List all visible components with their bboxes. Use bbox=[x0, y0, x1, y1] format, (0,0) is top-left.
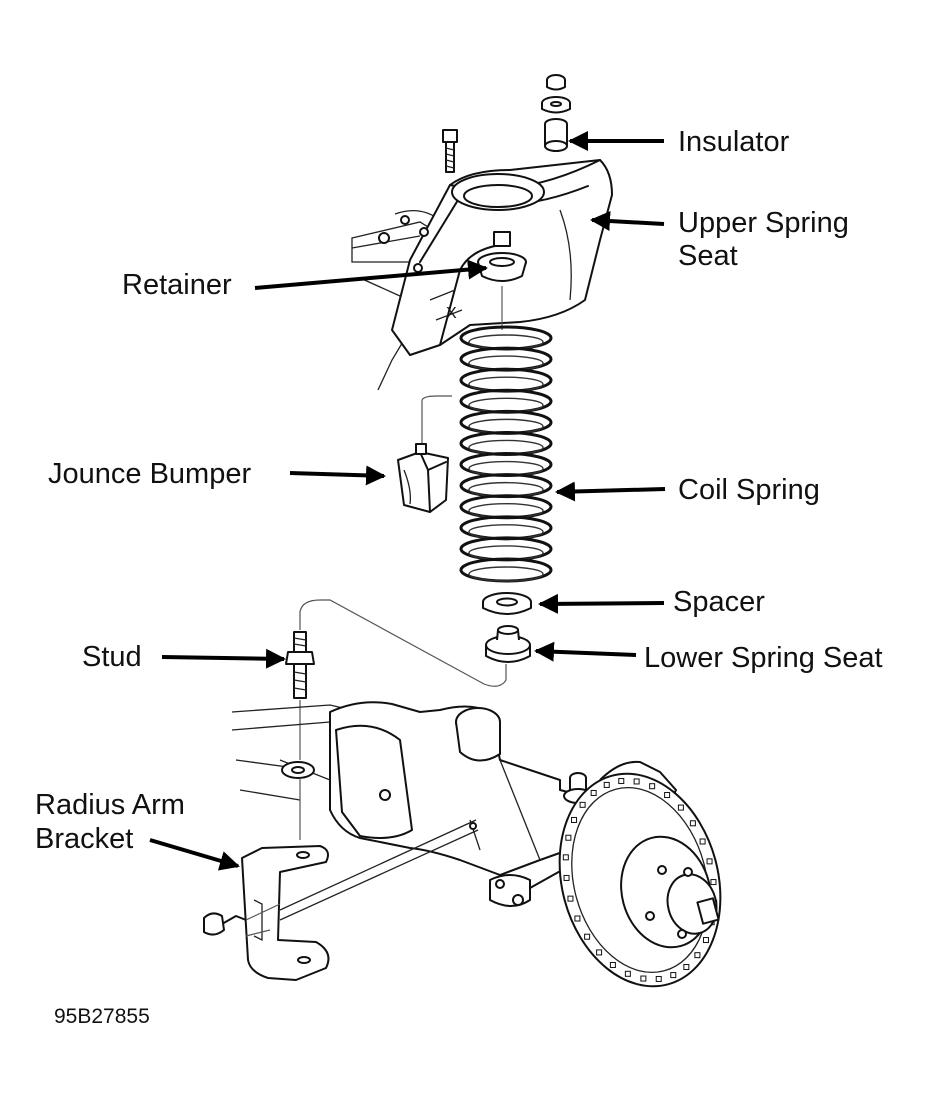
lower-spring-seat-part bbox=[485, 625, 531, 663]
arrow-radius-arm-bracket bbox=[149, 838, 240, 871]
rotor-vent bbox=[699, 838, 706, 845]
label-coil-spring: Coil Spring bbox=[678, 474, 820, 506]
rotor-vent bbox=[565, 834, 572, 841]
rotor-vent bbox=[694, 952, 701, 959]
rotor-vent bbox=[562, 854, 569, 861]
figure-code: 95B27855 bbox=[54, 1005, 150, 1028]
radius-arm-bracket-part bbox=[203, 819, 479, 981]
brake-rotor-hub bbox=[558, 772, 722, 988]
arrow-spacer bbox=[538, 593, 665, 614]
rotor-vent bbox=[624, 970, 631, 977]
rotor-vent bbox=[596, 949, 603, 956]
part-labels: Insulator Upper Spring Seat Retainer Jou… bbox=[35, 126, 883, 1028]
rotor-vent bbox=[710, 879, 717, 886]
arrow-coil-spring bbox=[555, 481, 666, 502]
insulator-stack bbox=[541, 74, 571, 152]
leader-arrows bbox=[149, 131, 666, 871]
rotor-vent bbox=[664, 792, 671, 799]
arrow-lower-spring-seat bbox=[534, 641, 637, 662]
rotor-vent bbox=[640, 975, 647, 982]
rotor-vent bbox=[567, 895, 574, 902]
upper-bolt bbox=[442, 129, 458, 173]
rotor-vent bbox=[571, 816, 578, 823]
rotor-vent bbox=[563, 874, 570, 881]
rotor-vent bbox=[618, 778, 625, 785]
rotor-vent bbox=[603, 781, 610, 788]
assembly-path-line bbox=[299, 599, 507, 687]
label-insulator: Insulator bbox=[678, 126, 790, 158]
label-upper-spring-seat-line1: Upper Spring bbox=[678, 207, 849, 239]
coil-spring-part bbox=[459, 325, 553, 583]
label-radius-arm-bracket-line2: Bracket bbox=[35, 823, 133, 855]
stud-part bbox=[285, 631, 315, 760]
arrow-upper-spring-seat bbox=[590, 211, 665, 231]
label-lower-spring-seat: Lower Spring Seat bbox=[644, 642, 883, 674]
jounce-bumper-part bbox=[397, 395, 452, 513]
rotor-vent bbox=[677, 804, 684, 811]
rotor-vent bbox=[633, 778, 640, 785]
rotor-vent bbox=[702, 937, 709, 944]
rotor-vent bbox=[579, 801, 586, 808]
retainer-part bbox=[477, 231, 527, 330]
rotor-vent bbox=[649, 783, 656, 790]
front-axle-housing bbox=[231, 701, 601, 907]
rotor-vent bbox=[609, 961, 616, 968]
label-retainer: Retainer bbox=[122, 269, 232, 301]
stud-washer bbox=[281, 761, 315, 840]
label-radius-arm-bracket-line1: Radius Arm bbox=[35, 789, 185, 821]
rotor-vent bbox=[683, 964, 690, 971]
rotor-vent bbox=[574, 915, 581, 922]
label-jounce-bumper: Jounce Bumper bbox=[48, 458, 251, 490]
arrow-stud bbox=[161, 648, 286, 669]
spacer-part bbox=[482, 592, 532, 615]
rotor-vent bbox=[670, 972, 677, 979]
label-spacer: Spacer bbox=[673, 586, 765, 618]
rotor-vent bbox=[655, 975, 662, 982]
arrow-jounce-bumper bbox=[289, 465, 386, 486]
coil-turn-inner bbox=[468, 566, 544, 582]
label-stud: Stud bbox=[82, 641, 142, 673]
rotor-vent bbox=[706, 858, 713, 865]
arrow-retainer bbox=[254, 259, 488, 290]
rotor-vent bbox=[590, 789, 597, 796]
label-upper-spring-seat-line2: Seat bbox=[678, 240, 738, 272]
svg-text:X: X bbox=[446, 305, 457, 322]
rotor-vent bbox=[584, 933, 591, 940]
rotor-vent bbox=[689, 820, 696, 827]
